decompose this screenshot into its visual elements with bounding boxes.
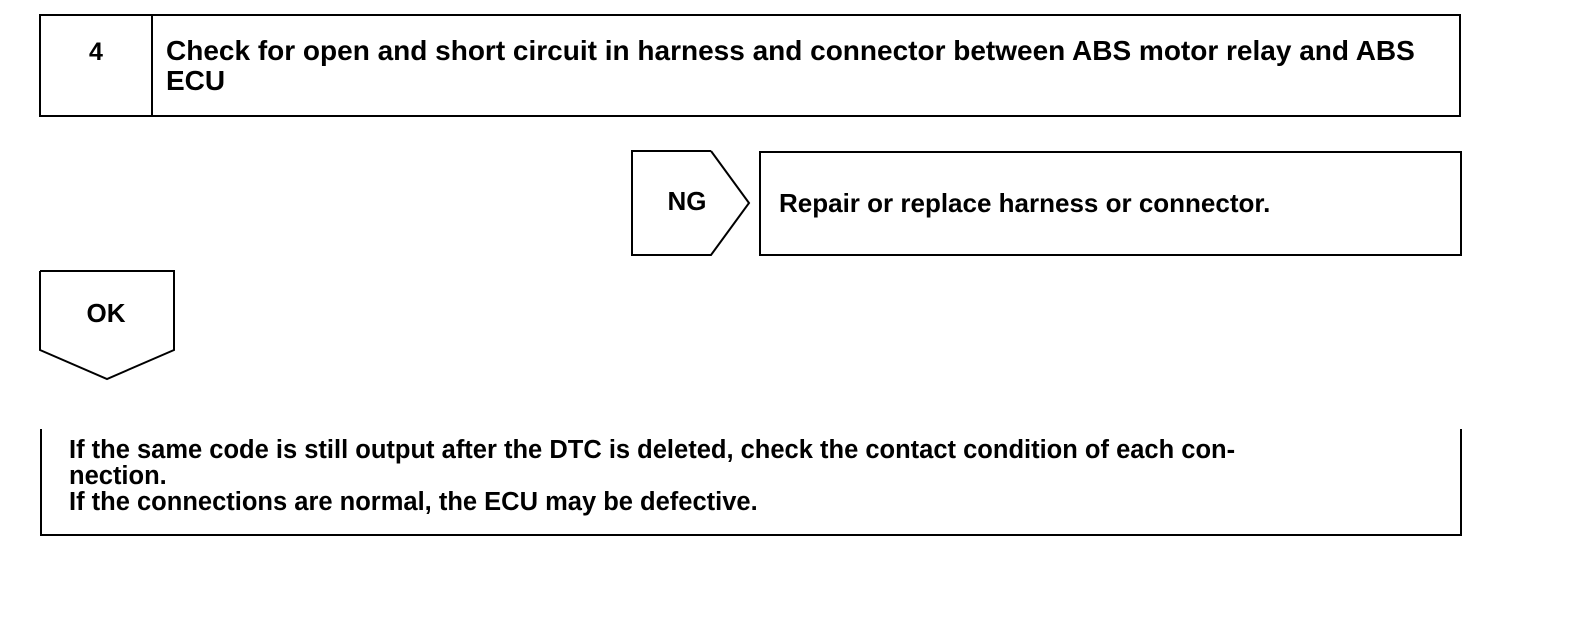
ng-action-text: Repair or replace harness or connector. — [779, 188, 1271, 218]
step-number: 4 — [41, 16, 153, 115]
note-line-2: nection. — [69, 462, 167, 490]
ng-arrow-icon — [631, 150, 751, 256]
note-text: If the same code is still output after t… — [69, 437, 1449, 515]
note-box: If the same code is still output after t… — [40, 429, 1462, 536]
ng-label: NG — [667, 186, 707, 216]
ng-action-box: Repair or replace harness or connector. — [759, 151, 1462, 256]
step-box: 4 Check for open and short circuit in ha… — [39, 14, 1461, 117]
step-title: Check for open and short circuit in harn… — [166, 35, 1415, 96]
note-line-1: If the same code is still output after t… — [69, 436, 1236, 464]
note-line-3: If the connections are normal, the ECU m… — [69, 488, 758, 516]
ok-label: OK — [86, 298, 126, 328]
ok-arrow-icon — [39, 270, 175, 381]
